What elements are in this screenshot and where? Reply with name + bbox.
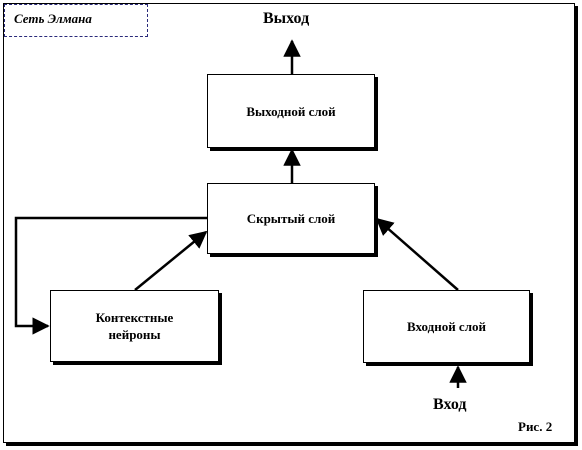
input-layer-box: Входной слой	[363, 290, 530, 363]
feedback-hidden-to-context	[14, 216, 207, 335]
frame-shadow-bottom	[6, 443, 578, 446]
context-neurons-box: Контекстные нейроны	[50, 290, 219, 362]
input-label: Вход	[433, 396, 467, 413]
output-layer-box: Выходной слой	[207, 74, 375, 148]
output-layer-label: Выходной слой	[246, 103, 336, 119]
diagram-frame	[3, 3, 575, 443]
frame-shadow-right	[575, 6, 578, 446]
diagram-title: Сеть Элмана	[4, 4, 148, 37]
input-layer-label: Входной слой	[407, 319, 486, 334]
figure-label: Рис. 2	[518, 419, 553, 434]
context-neurons-label: Контекстные нейроны	[95, 310, 174, 342]
hidden-layer-box: Скрытый слой	[207, 183, 375, 254]
arrow-input-to-hidden	[375, 217, 459, 291]
hidden-layer-label: Скрытый слой	[246, 211, 336, 226]
output-label: Выход	[263, 10, 310, 27]
arrow-context-to-hidden	[134, 230, 208, 291]
